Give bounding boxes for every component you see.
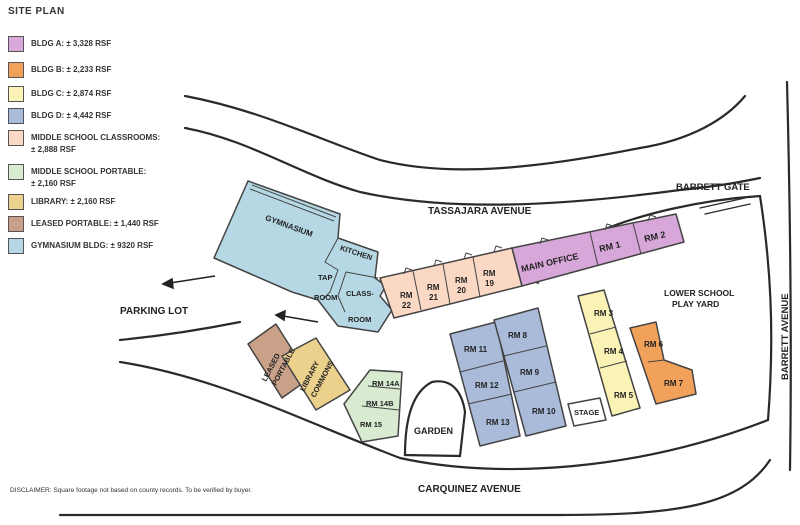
rm7-label: RM 7: [664, 379, 684, 388]
carquinez-avenue-label: CARQUINEZ AVENUE: [418, 484, 521, 495]
rm1-label: RM 1: [598, 239, 621, 254]
garden-label: GARDEN: [414, 426, 453, 436]
legend-item: BLDG B: ± 2,233 RSF: [8, 62, 198, 78]
rm14a-label: RM 14A: [372, 379, 400, 388]
legend-label: BLDG B: ± 2,233 RSF: [31, 65, 112, 74]
legend-label: GYMNASIUM BLDG: ± 9320 RSF: [31, 241, 154, 250]
rm19-label-a: RM: [483, 269, 496, 278]
rm6-label: RM 6: [644, 340, 664, 349]
legend-item: BLDG D: ± 4,442 RSF: [8, 108, 198, 124]
legend-item: LIBRARY: ± 2,160 RSF: [8, 194, 198, 210]
legend-swatch: [8, 194, 24, 210]
legend-label: LIBRARY: ± 2,160 RSF: [31, 197, 116, 206]
classroom-label-1: CLASS-: [346, 289, 374, 298]
barrett-avenue-label: BARRETT AVENUE: [780, 293, 791, 380]
legend-item: BLDG C: ± 2,874 RSF: [8, 86, 198, 102]
garden-boundary: [403, 380, 467, 458]
legend-label: BLDG D: ± 4,442 RSF: [31, 111, 112, 120]
legend-label: LEASED PORTABLE: ± 1,440 RSF: [31, 219, 159, 228]
parking-lot-edge: [118, 320, 242, 342]
legend-label: MIDDLE SCHOOL PORTABLE: ± 2,160 RSF: [31, 167, 147, 188]
rm22-label-a: RM: [400, 291, 413, 300]
parking-lot-label: PARKING LOT: [120, 306, 188, 317]
tap-label: TAP: [318, 273, 332, 282]
tassajara-north-curb: [183, 94, 747, 171]
barrett-gate-label: BARRETT GATE: [676, 182, 750, 193]
rm9-label: RM 9: [520, 368, 540, 377]
legend-swatch: [8, 164, 24, 180]
barrett-west-curb: [758, 194, 773, 422]
rm22-label-b: 22: [402, 301, 411, 310]
rm12-label: RM 12: [475, 381, 499, 390]
tassajara-south-curb: [183, 126, 762, 206]
rm10-label: RM 10: [532, 407, 556, 416]
legend-swatch: [8, 62, 24, 78]
rm15-label: RM 15: [360, 420, 382, 429]
rm21-label-b: 21: [429, 293, 438, 302]
rm19-label-b: 19: [485, 279, 494, 288]
legend-swatch: [8, 108, 24, 124]
legend-label: MIDDLE SCHOOL CLASSROOMS: ± 2,888 RSF: [31, 133, 161, 154]
rm3-label: RM 3: [594, 309, 614, 318]
legend-item: BLDG A: ± 3,328 RSF: [8, 36, 198, 52]
tap-room-label: ROOM: [314, 293, 337, 302]
legend-swatch: [8, 86, 24, 102]
tassajara-avenue-label: TASSAJARA AVENUE: [428, 206, 532, 217]
legend-item: MIDDLE SCHOOL PORTABLE: ± 2,160 RSF: [8, 164, 198, 190]
building-c[interactable]: [577, 289, 641, 417]
road-lines: [58, 80, 792, 517]
building-d-east[interactable]: [493, 307, 567, 437]
building-a[interactable]: [511, 213, 685, 287]
classroom-label-2: ROOM: [348, 315, 371, 324]
rm13-label: RM 13: [486, 418, 510, 427]
disclaimer: DISCLAIMER: Square footage not based on …: [10, 487, 252, 494]
rm5-label: RM 5: [614, 391, 634, 400]
legend-swatch: [8, 216, 24, 232]
legend-swatch: [8, 238, 24, 254]
legend-label: BLDG A: ± 3,328 RSF: [31, 39, 112, 48]
map-legend: SITE PLAN BLDG A: ± 3,328 RSF BLDG B: ± 2…: [8, 6, 198, 254]
legend-swatch: [8, 130, 24, 146]
barrett-gate-curb: [596, 194, 762, 234]
play-yard-label-2: PLAY YARD: [672, 299, 719, 309]
rm21-label-a: RM: [427, 283, 440, 292]
rm11-label: RM 11: [464, 345, 488, 354]
legend-label: BLDG C: ± 2,874 RSF: [31, 89, 112, 98]
rm2-label: RM 2: [643, 229, 666, 244]
legend-item: LEASED PORTABLE: ± 1,440 RSF: [8, 216, 198, 232]
gymnasium-building[interactable]: [213, 180, 393, 333]
rm8-label: RM 8: [508, 331, 528, 340]
rm14b-label: RM 14B: [366, 399, 394, 408]
rm4-label: RM 4: [604, 347, 624, 356]
carquinez-north-curb: [118, 360, 770, 471]
legend-title: SITE PLAN: [8, 6, 65, 17]
legend-item: MIDDLE SCHOOL CLASSROOMS: ± 2,888 RSF: [8, 130, 198, 156]
stage-label: STAGE: [574, 408, 599, 417]
building-b[interactable]: [629, 321, 697, 405]
play-yard-label-1: LOWER SCHOOL: [664, 288, 734, 298]
gate-marks: [699, 197, 751, 215]
rm20-label-a: RM: [455, 276, 468, 285]
legend-item: GYMNASIUM BLDG: ± 9320 RSF: [8, 238, 198, 254]
library-commons[interactable]: [281, 337, 351, 411]
stage[interactable]: [567, 397, 607, 427]
barrett-east-curb: [785, 80, 792, 472]
legend-swatch: [8, 36, 24, 52]
carquinez-south-curb: [58, 458, 772, 517]
rm20-label-b: 20: [457, 286, 466, 295]
